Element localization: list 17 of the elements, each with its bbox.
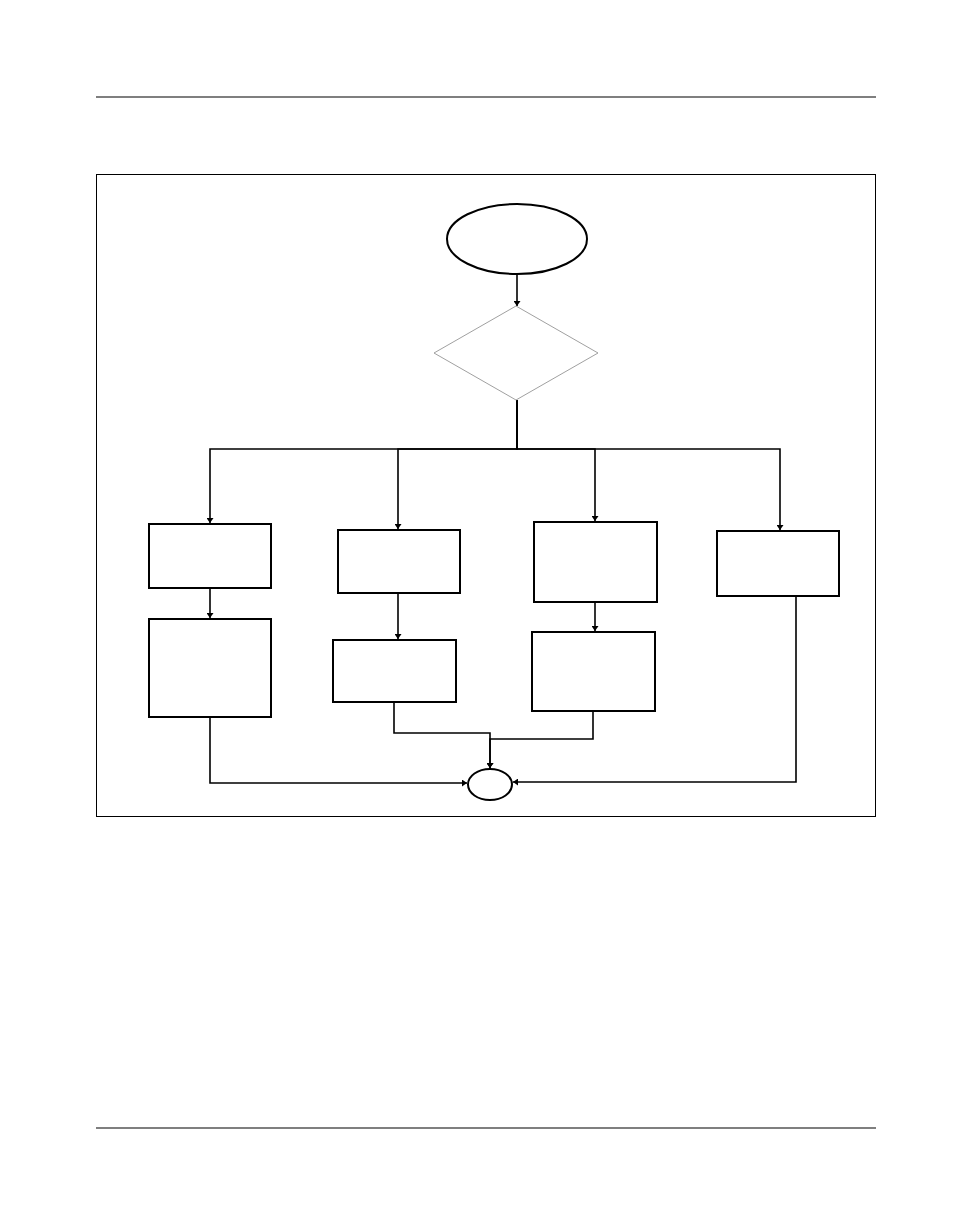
ellipse-terminal xyxy=(467,768,513,801)
arrow xyxy=(209,717,468,786)
process-box xyxy=(148,618,272,718)
arrow xyxy=(207,588,213,619)
arrow xyxy=(487,711,594,769)
arrow xyxy=(512,596,797,785)
arrow xyxy=(395,593,401,640)
arrow xyxy=(592,602,598,632)
process-box xyxy=(533,521,658,603)
arrow xyxy=(514,274,520,307)
process-box xyxy=(531,631,656,712)
process-box xyxy=(148,523,272,589)
ellipse-terminal xyxy=(446,203,588,275)
decision-diamond xyxy=(434,306,598,400)
process-box xyxy=(332,639,457,703)
process-box xyxy=(337,529,461,594)
process-box xyxy=(716,530,840,597)
